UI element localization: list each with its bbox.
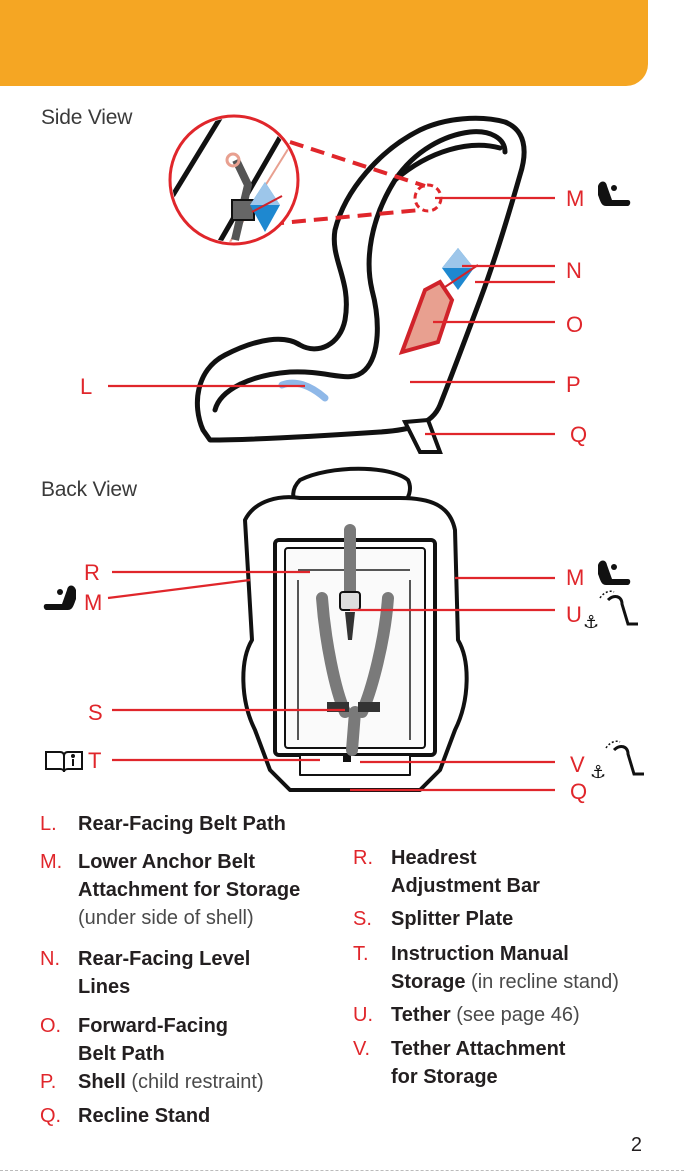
header-banner [0,0,648,86]
legend-item-l: L. Rear-Facing Belt Path [40,813,286,835]
legend-item-o: O. Forward-Facing Belt Path [40,1015,229,1065]
legend-item-m: M. Lower Anchor Belt Attachment for Stor… [40,851,301,929]
callout-t: T [88,748,102,773]
legend-item-u: U. Tether (see page 46) [353,1004,580,1026]
svg-text:⚓: ⚓ [590,762,606,783]
side-view-title: Side View [41,106,133,129]
callout-m-back-left: M [84,590,103,615]
rear-belt-path-mark [278,379,329,402]
callout-s: S [88,700,103,725]
callout-u: U [566,602,582,627]
svg-text:⚓: ⚓ [583,612,599,633]
callout-n: N [566,258,582,283]
anchor-tether-icon: ⚓ [583,590,638,633]
legend-item-r: R. Headrest Adjustment Bar [353,847,540,897]
recline-stand-shape [401,417,443,454]
legend-item-p: P. Shell (child restraint) [40,1071,264,1093]
legend-item-v: V. Tether Attachment for Storage [353,1038,566,1088]
legend-item-s: S. Splitter Plate [353,908,514,930]
callout-r: R [84,560,100,585]
callout-l: L [80,374,93,399]
page-number: 2 [630,1134,642,1156]
callout-m-back-right: M [566,565,585,590]
manual-book-icon [45,751,83,773]
car-seat-illustration: ⚓ ⚓ [43,114,644,792]
callout-o: O [566,312,584,337]
back-view-title: Back View [41,478,137,501]
callout-v: V [570,752,585,777]
car-seat-icon [598,181,631,206]
callout-q-side: Q [570,422,588,447]
detail-magnifier [168,114,300,246]
car-seat-icon [43,585,76,610]
callout-q-back: Q [570,779,588,804]
anchor-tether-icon: ⚓ [590,740,644,783]
callout-p: P [566,372,581,397]
legend-item-q: Q. Recline Stand [40,1105,211,1127]
legend-item-n: N. Rear-Facing Level Lines [40,948,251,998]
callout-m-side: M [566,186,585,211]
car-seat-icon [598,560,631,585]
legend-item-t: T. Instruction Manual Storage (in reclin… [353,943,619,993]
